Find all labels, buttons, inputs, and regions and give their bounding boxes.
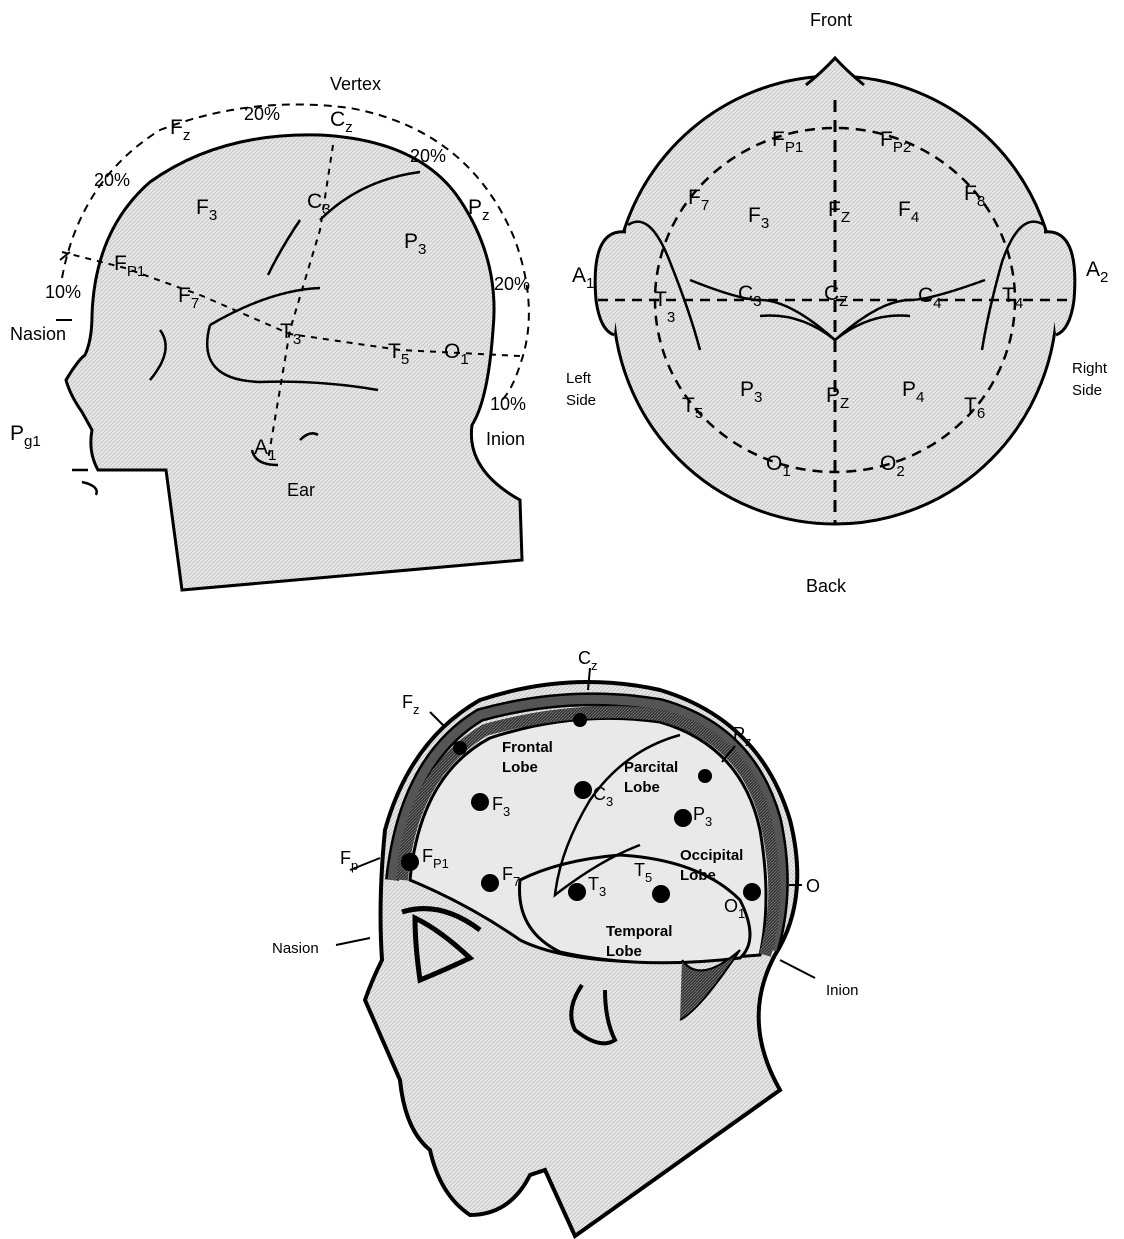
- dot-t3: [568, 883, 586, 901]
- top-back-label: Back: [806, 576, 847, 596]
- brain-label-o: O: [806, 876, 820, 896]
- side-electrode-cz: Cz: [330, 108, 353, 136]
- dot-p3: [674, 809, 692, 827]
- side-pct-front-low: 10%: [45, 282, 81, 302]
- dot-f7: [481, 874, 499, 892]
- side-pct-front-upper: 20%: [94, 170, 130, 190]
- brain-nasion-label: Nasion: [272, 940, 319, 957]
- top-electrode-a2: A2: [1086, 258, 1108, 286]
- side-pct-back-mid: 20%: [494, 274, 530, 294]
- side-electrode-pg1: Pg1: [10, 422, 41, 450]
- side-vertex-label: Vertex: [330, 74, 381, 94]
- brain-label-fz: Fz: [402, 692, 419, 717]
- dot-fz: [453, 741, 467, 755]
- dot-f3: [471, 793, 489, 811]
- top-electrode-a1: A1: [572, 264, 594, 292]
- side-pct-back-upper: 20%: [410, 146, 446, 166]
- brain-inion-label: Inion: [826, 982, 859, 999]
- side-inion-label: Inion: [486, 429, 525, 449]
- brain-label-cz: Cz: [578, 648, 597, 673]
- dot-cz: [573, 713, 587, 727]
- dot-c3: [574, 781, 592, 799]
- side-pct-back-low: 10%: [490, 394, 526, 414]
- top-nose: [806, 58, 864, 85]
- side-pct-top: 20%: [244, 104, 280, 124]
- dot-fp1: [401, 853, 419, 871]
- dot-o1: [743, 883, 761, 901]
- dot-t5: [652, 885, 670, 903]
- side-nasion-label: Nasion: [10, 324, 66, 344]
- top-front-label: Front: [810, 10, 852, 30]
- brain-label-fp: Fp: [340, 848, 358, 873]
- dot-pz: [698, 769, 712, 783]
- brain-view-head: [365, 682, 797, 1236]
- side-ear-label: Ear: [287, 480, 315, 500]
